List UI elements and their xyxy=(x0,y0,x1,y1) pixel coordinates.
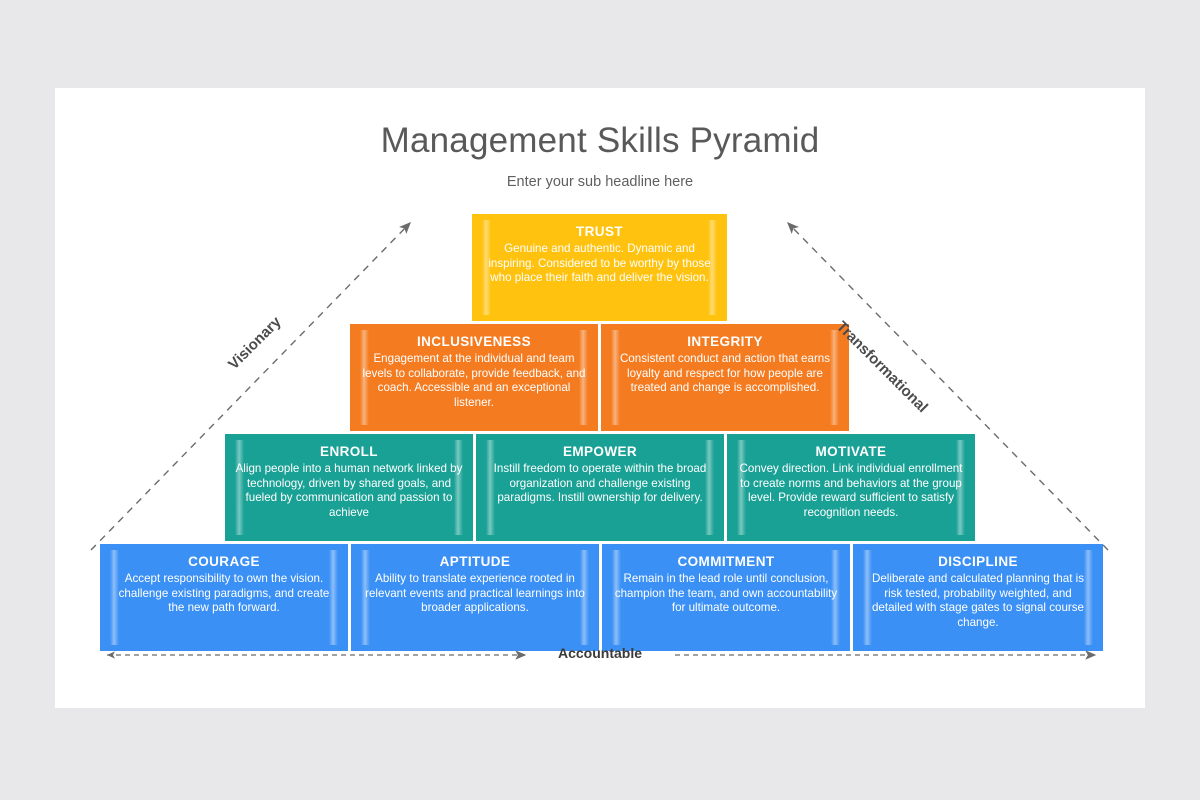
pyramid-block-discipline[interactable]: DISCIPLINE Deliberate and calculated pla… xyxy=(853,544,1103,651)
block-heading: COURAGE xyxy=(188,554,260,569)
block-heading: MOTIVATE xyxy=(815,444,887,459)
block-description: Remain in the lead role until conclusion… xyxy=(614,572,838,615)
block-description: Accept responsibility to own the vision.… xyxy=(118,572,330,615)
block-description: Genuine and authentic. Dynamic and inspi… xyxy=(488,242,711,285)
pyramid-block-empower[interactable]: EMPOWER Instill freedom to operate withi… xyxy=(476,434,724,541)
page-subtitle: Enter your sub headline here xyxy=(506,174,694,190)
pyramid-block-commitment[interactable]: COMMITMENT Remain in the lead role until… xyxy=(602,544,850,651)
block-description: Consistent conduct and action that earns… xyxy=(619,352,831,395)
block-heading: APTITUDE xyxy=(439,554,511,569)
block-description: Instill freedom to operate within the br… xyxy=(493,462,707,505)
block-description: Convey direction. Link individual enroll… xyxy=(739,462,963,519)
pyramid-block-aptitude[interactable]: APTITUDE Ability to translate experience… xyxy=(351,544,599,651)
block-heading: TRUST xyxy=(576,224,623,239)
pyramid-block-inclusiveness[interactable]: INCLUSIVENESS Engagement at the individu… xyxy=(350,324,598,431)
pyramid-block-trust[interactable]: TRUST Genuine and authentic. Dynamic and… xyxy=(472,214,727,321)
pyramid-block-integrity[interactable]: INTEGRITY Consistent conduct and action … xyxy=(601,324,849,431)
block-heading: ENROLL xyxy=(320,444,378,459)
block-heading: COMMITMENT xyxy=(677,554,775,569)
label-accountable: Accountable xyxy=(557,645,642,661)
slide-canvas: Management Skills Pyramid Enter your sub… xyxy=(55,88,1145,708)
label-visionary: Visionary xyxy=(225,313,285,374)
pyramid-block-motivate[interactable]: MOTIVATE Convey direction. Link individu… xyxy=(727,434,975,541)
block-description: Deliberate and calculated planning that … xyxy=(871,572,1085,629)
page-title: Management Skills Pyramid xyxy=(380,121,820,160)
block-heading: DISCIPLINE xyxy=(938,554,1018,569)
block-heading: INTEGRITY xyxy=(687,334,763,349)
block-heading: INCLUSIVENESS xyxy=(417,334,531,349)
pyramid-block-enroll[interactable]: ENROLL Align people into a human network… xyxy=(225,434,473,541)
block-description: Engagement at the individual and team le… xyxy=(362,352,586,409)
pyramid-block-courage[interactable]: COURAGE Accept responsibility to own the… xyxy=(100,544,348,651)
block-heading: EMPOWER xyxy=(562,444,638,459)
block-description: Align people into a human network linked… xyxy=(235,462,463,519)
block-description: Ability to translate experience rooted i… xyxy=(365,572,585,615)
